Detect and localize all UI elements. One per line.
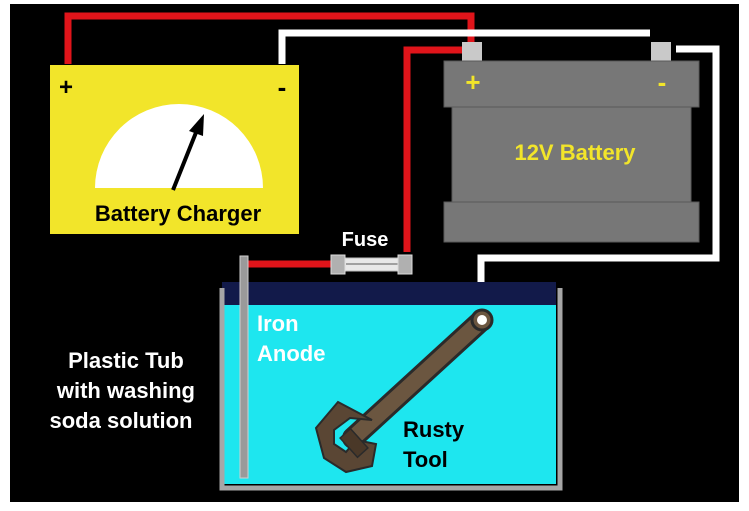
tub-solution-surface xyxy=(222,282,556,305)
charger-meter-needle-tip xyxy=(189,114,204,136)
fuse-cap-left xyxy=(330,254,346,275)
battery-positive-wire xyxy=(403,46,463,252)
battery-terminal-positive xyxy=(462,42,482,62)
charger-plus-sign: + xyxy=(59,74,73,101)
fuse-cap-right xyxy=(397,254,413,275)
tub-label: Plastic Tub with washing soda solution xyxy=(50,348,202,433)
charger-meter-dial xyxy=(95,104,263,188)
rusty-tool-wrench xyxy=(314,308,494,474)
battery-minus-sign: - xyxy=(658,67,667,97)
tool-label-line: Rusty xyxy=(403,417,465,442)
charger-meter-needle xyxy=(171,129,199,191)
tub-label-line: with washing xyxy=(56,378,195,403)
anode-label: Iron Anode xyxy=(257,311,325,366)
charger-minus-sign: - xyxy=(278,72,287,102)
tub-outline xyxy=(219,288,563,491)
battery-negative-wire-to-tool xyxy=(477,45,720,318)
battery-charger-label: Battery Charger xyxy=(95,201,262,226)
battery-label: 12V Battery xyxy=(514,140,636,165)
anode-label-line: Anode xyxy=(257,341,325,366)
fuse-label: Fuse xyxy=(342,229,389,251)
tub-solution xyxy=(222,282,556,484)
tool-label-line: Tool xyxy=(403,447,448,472)
wrench-adjuster xyxy=(339,427,369,459)
tub-label-line: Plastic Tub xyxy=(68,348,184,373)
battery-plus-sign: + xyxy=(465,67,480,97)
anode-label-line: Iron xyxy=(257,311,299,336)
battery-base xyxy=(443,201,700,243)
wrench-hanging-hole xyxy=(477,315,487,325)
iron-anode xyxy=(239,255,249,479)
battery-terminal-negative xyxy=(651,42,671,62)
charger-negative-wire xyxy=(278,29,476,64)
tool-label: Rusty Tool xyxy=(403,417,470,472)
tub-label-line: soda solution xyxy=(50,408,193,433)
